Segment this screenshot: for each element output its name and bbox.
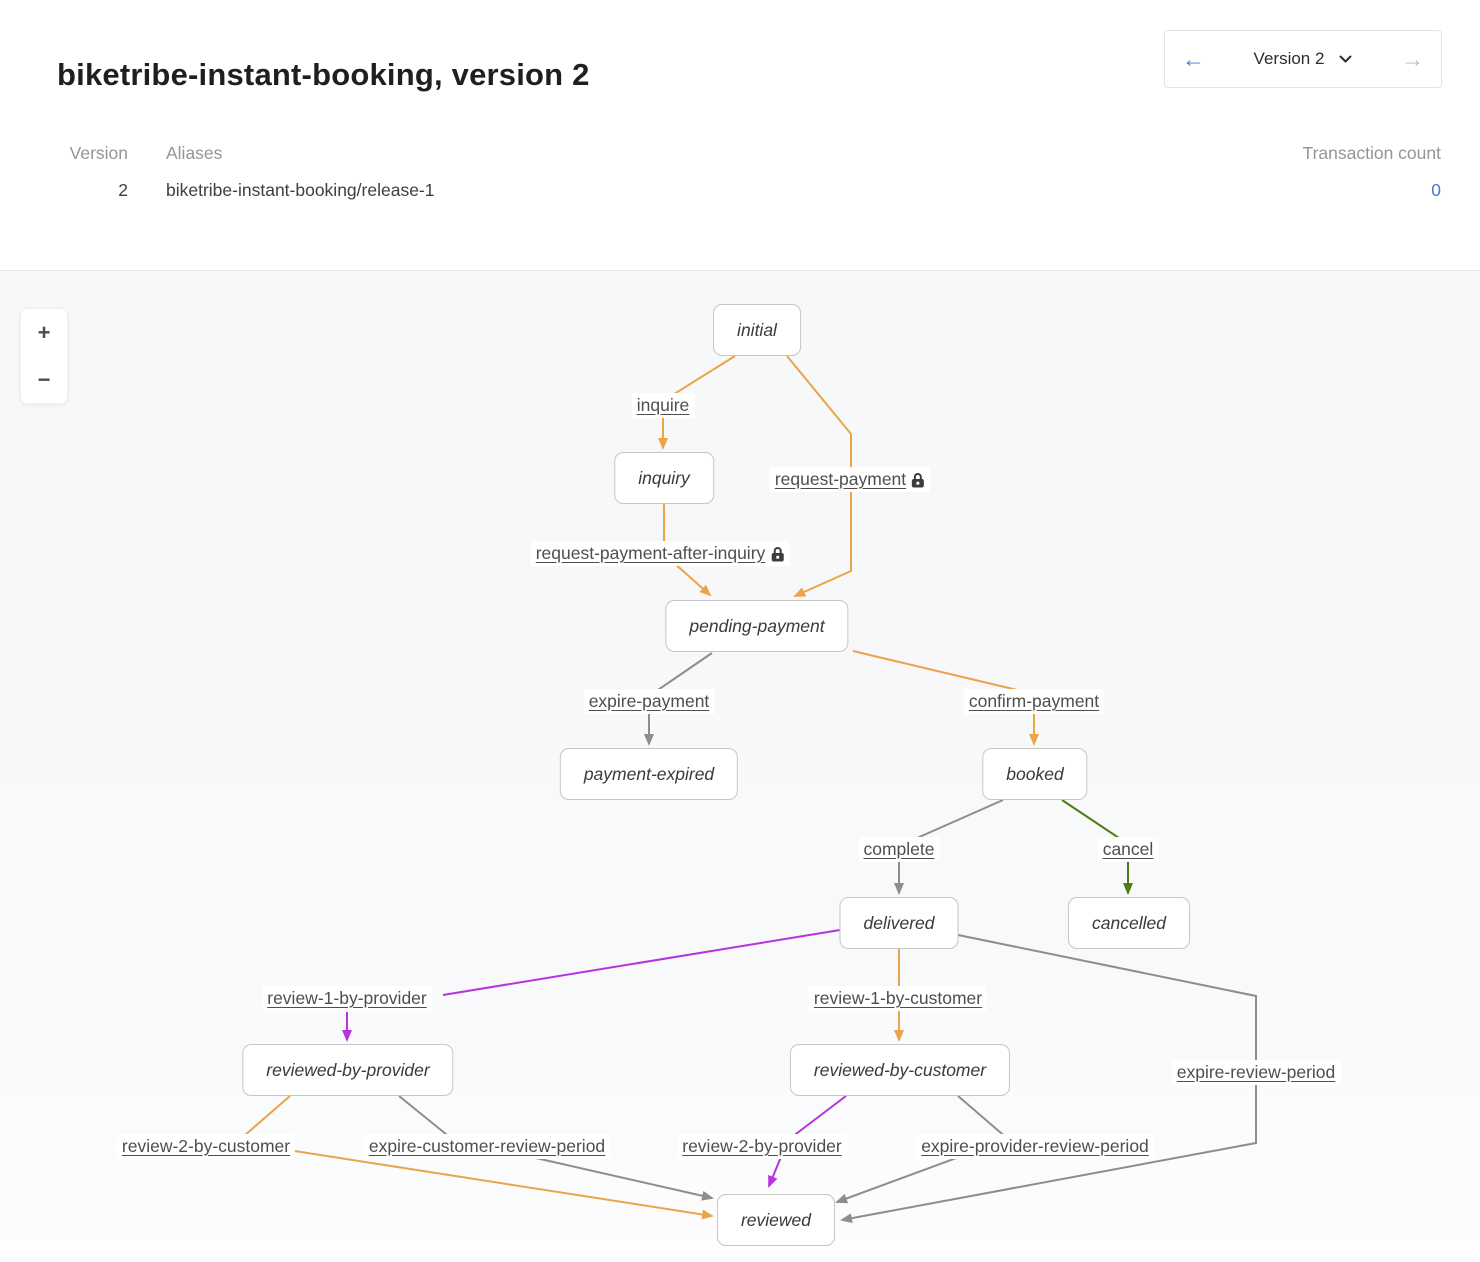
lock-icon bbox=[912, 472, 925, 487]
state-cancelled[interactable]: cancelled bbox=[1068, 897, 1190, 949]
state-inquiry[interactable]: inquiry bbox=[614, 452, 714, 504]
transition-request-payment[interactable]: request-payment bbox=[769, 467, 931, 492]
transition-inquire[interactable]: inquire bbox=[631, 393, 695, 418]
zoom-controls: + − bbox=[20, 308, 68, 404]
column-aliases: Aliases bbox=[166, 143, 223, 163]
transition-complete[interactable]: complete bbox=[858, 837, 940, 862]
transition-expire-customer-review-period[interactable]: expire-customer-review-period bbox=[363, 1134, 611, 1159]
versions-table-header: Version Aliases Transaction count bbox=[0, 143, 1480, 164]
lock-icon bbox=[771, 546, 784, 561]
plus-icon: + bbox=[37, 319, 51, 345]
state-booked[interactable]: booked bbox=[982, 748, 1088, 800]
zoom-in-button[interactable]: + bbox=[21, 309, 67, 356]
diagram-edges bbox=[234, 355, 1257, 1224]
column-transaction-count: Transaction count bbox=[1302, 143, 1441, 163]
previous-version-button[interactable]: ← bbox=[1165, 31, 1222, 87]
zoom-out-button[interactable]: − bbox=[21, 356, 67, 403]
version-value: 2 bbox=[118, 180, 128, 200]
transition-review-1-by-provider[interactable]: review-1-by-provider bbox=[262, 986, 432, 1011]
transition-review-2-by-customer[interactable]: review-2-by-customer bbox=[116, 1134, 296, 1159]
state-delivered[interactable]: delivered bbox=[839, 897, 959, 949]
version-selector: ← Version 2 → bbox=[1164, 30, 1442, 88]
minus-icon: − bbox=[37, 366, 51, 392]
state-reviewed-by-provider[interactable]: reviewed-by-provider bbox=[242, 1044, 454, 1096]
version-dropdown-label: Version 2 bbox=[1253, 49, 1325, 68]
page-title: biketribe-instant-booking, version 2 bbox=[57, 56, 590, 92]
state-initial[interactable]: initial bbox=[713, 304, 801, 356]
header: biketribe-instant-booking, version 2 ← V… bbox=[0, 0, 1480, 271]
next-version-button[interactable]: → bbox=[1384, 31, 1441, 87]
versions-table-row: 2 biketribe-instant-booking/release-1 0 bbox=[0, 180, 1480, 201]
edge-request-payment bbox=[786, 355, 852, 597]
transition-confirm-payment[interactable]: confirm-payment bbox=[963, 689, 1105, 714]
transition-review-1-by-customer[interactable]: review-1-by-customer bbox=[808, 986, 988, 1011]
chevron-down-icon bbox=[1339, 55, 1352, 63]
state-payment-expired[interactable]: payment-expired bbox=[559, 748, 739, 800]
back-arrow-icon: ← bbox=[1182, 45, 1205, 72]
version-dropdown[interactable]: Version 2 bbox=[1222, 31, 1384, 87]
transition-request-payment-after-inquiry[interactable]: request-payment-after-inquiry bbox=[530, 541, 790, 566]
state-reviewed-by-customer[interactable]: reviewed-by-customer bbox=[789, 1044, 1011, 1096]
alias-value: biketribe-instant-booking/release-1 bbox=[166, 180, 435, 200]
transition-cancel[interactable]: cancel bbox=[1097, 837, 1159, 862]
transaction-count-link[interactable]: 0 bbox=[1431, 180, 1441, 200]
edge-review-1-by-provider-line bbox=[442, 929, 841, 996]
transition-expire-payment[interactable]: expire-payment bbox=[583, 689, 715, 714]
state-pending-payment[interactable]: pending-payment bbox=[665, 600, 849, 652]
state-reviewed[interactable]: reviewed bbox=[716, 1194, 836, 1246]
column-version: Version bbox=[69, 143, 128, 163]
transition-expire-review-period[interactable]: expire-review-period bbox=[1171, 1060, 1341, 1085]
forward-arrow-icon: → bbox=[1401, 45, 1424, 72]
transition-review-2-by-provider[interactable]: review-2-by-provider bbox=[677, 1134, 847, 1159]
transition-expire-provider-review-period[interactable]: expire-provider-review-period bbox=[916, 1134, 1154, 1159]
process-diagram-canvas[interactable]: inquire request-payment request-payment-… bbox=[0, 271, 1480, 1262]
